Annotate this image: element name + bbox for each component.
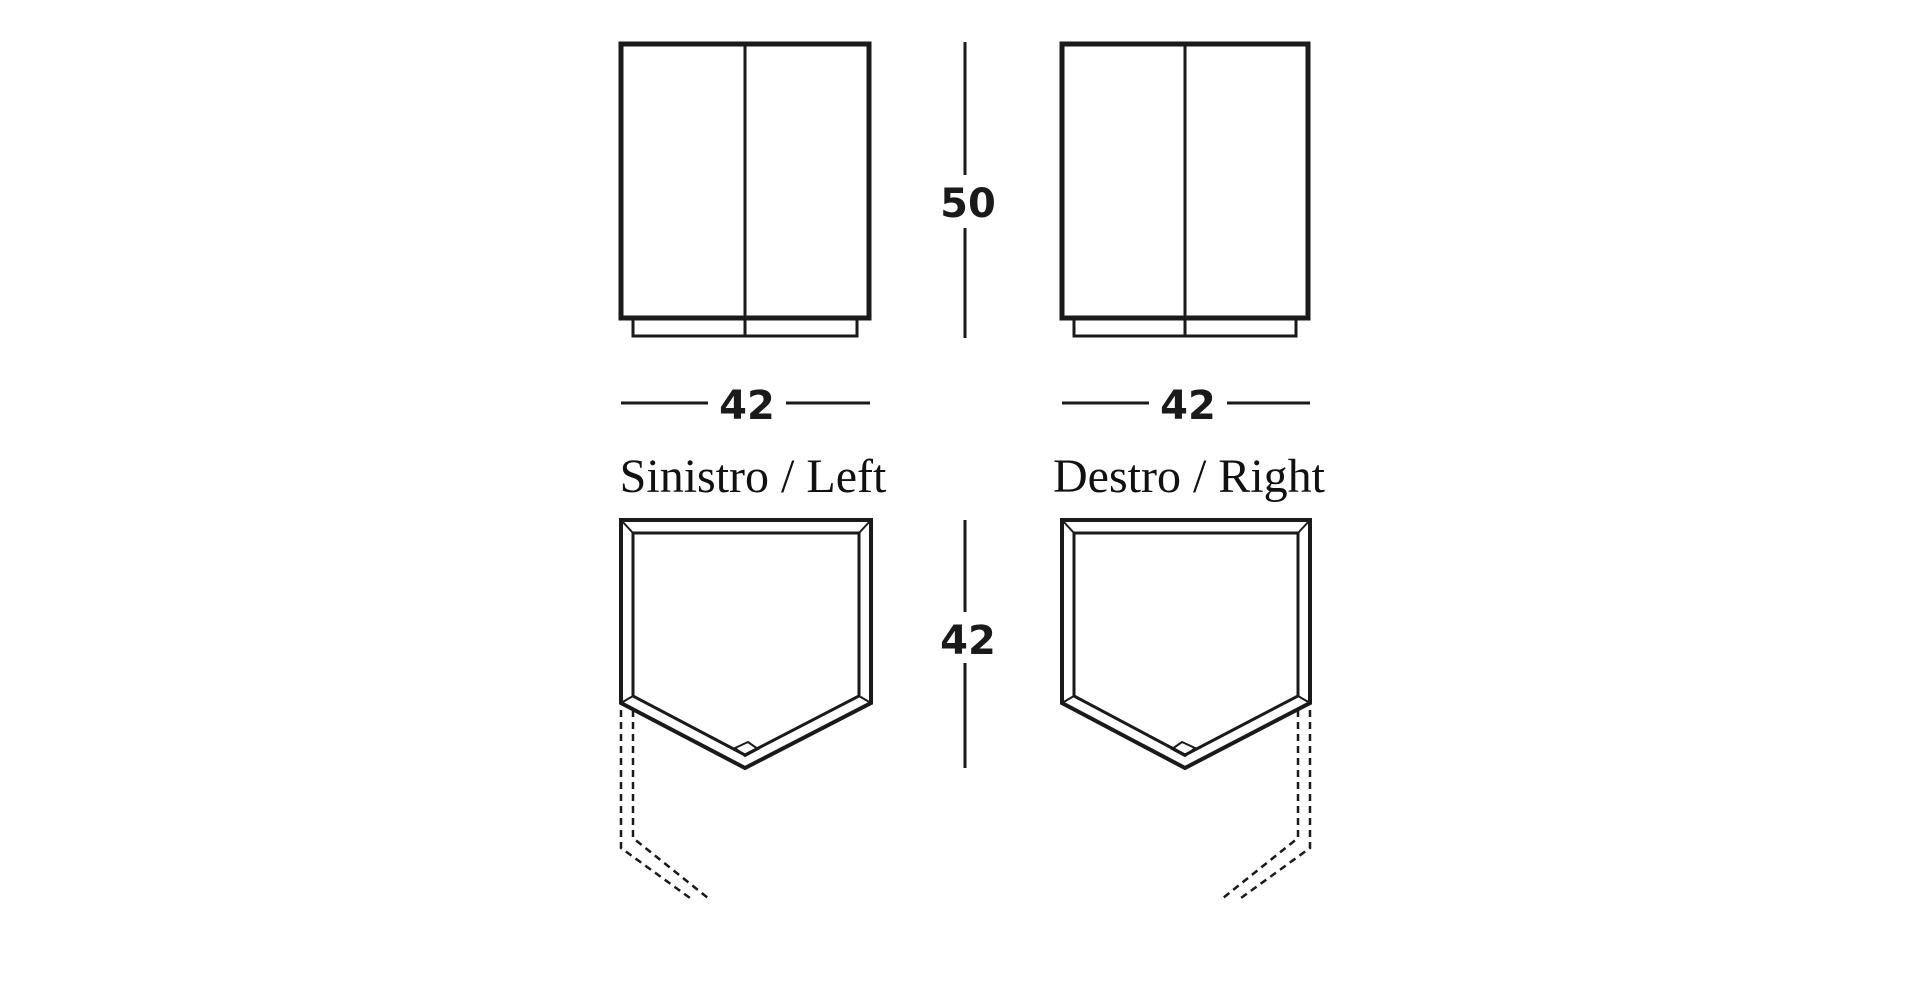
right-cabinet-plinth (1072, 318, 1298, 338)
height-dimension: 50 (940, 42, 996, 338)
left-width-dimension: 42 (621, 383, 870, 429)
left-plan-corner-bevel-tl (620, 519, 634, 534)
right-width-label: 42 (1160, 383, 1216, 429)
left-plan-corner-bevel-tr (858, 519, 872, 534)
left-width-label: 42 (719, 383, 775, 429)
right-plan-corner-bevel-tl (1061, 519, 1075, 534)
left-plan-outer-outline (619, 518, 873, 771)
right-plan-corner-bevel-tr (1297, 519, 1311, 534)
depth-dimension: 42 (940, 520, 996, 768)
left-caption: Sinistro / Left (620, 450, 887, 503)
right-plan-corner-bevel-bl (1061, 695, 1075, 704)
left-plan-corner-bevel-bl (620, 695, 634, 704)
left-door-swing-dashed-outer (619, 710, 691, 900)
right-caption: Destro / Right (1053, 450, 1326, 503)
right-door-swing-dashed-outer (1240, 710, 1312, 900)
left-front-elevation (618, 41, 872, 338)
right-plan-inner-outline (1072, 531, 1300, 757)
right-plan-outer-outline (1060, 518, 1312, 771)
left-plan-view (619, 518, 873, 900)
left-door-swing-dashed-inner (631, 710, 709, 899)
right-width-dimension: 42 (1062, 383, 1310, 429)
depth-dimension-label: 42 (940, 618, 996, 664)
left-plan-hinge-marker (733, 740, 760, 758)
right-plan-hinge-marker (1170, 740, 1197, 758)
right-door-swing-dashed-inner (1222, 710, 1300, 899)
height-dimension-label: 50 (940, 181, 996, 227)
right-plan-view (1060, 518, 1312, 900)
right-front-elevation (1059, 41, 1311, 338)
left-plan-inner-outline (631, 531, 861, 757)
left-cabinet-plinth (631, 318, 859, 338)
right-plan-corner-bevel-br (1297, 695, 1311, 704)
left-plan-corner-bevel-br (858, 695, 872, 704)
